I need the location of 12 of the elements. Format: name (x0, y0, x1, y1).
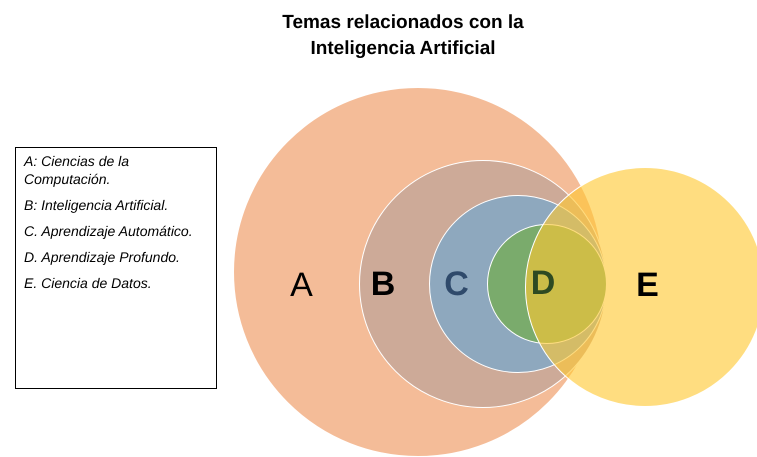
legend-text: E. Ciencia de Datos. (24, 274, 153, 292)
set-letter: C (444, 266, 469, 300)
set-letter: A (290, 268, 313, 302)
legend-text: D. Aprendizaje Profundo. (24, 248, 181, 266)
legend-box (15, 147, 217, 389)
set-letter: E (636, 268, 659, 302)
legend-text: A: Ciencias de la Computación. (24, 152, 130, 188)
diagram-title: Temas relacionados con la Inteligencia Artificial (281, 11, 525, 61)
legend-text: C. Aprendizaje Automático. (24, 222, 194, 240)
legend-text: B: Inteligencia Artificial. (24, 196, 170, 214)
set-letter: D (530, 266, 556, 300)
set-letter: B (370, 267, 396, 301)
